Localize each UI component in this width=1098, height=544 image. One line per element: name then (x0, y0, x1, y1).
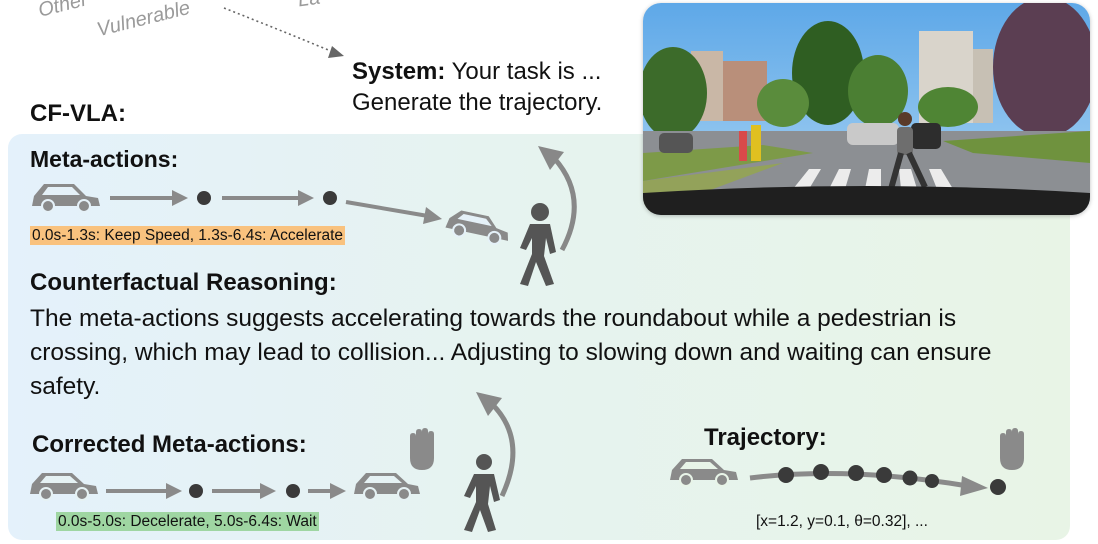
arrow-icon (345, 200, 442, 224)
faded-label-other: Other (35, 0, 90, 22)
trajectory-diagram (670, 459, 1006, 496)
trajectory-heading: Trajectory: (704, 424, 827, 451)
trajectory-points (778, 464, 1006, 495)
arrow-icon (308, 483, 346, 499)
arrow-icon (212, 483, 276, 499)
stop-hand-icon (1000, 428, 1024, 470)
trajectory-caption: [x=1.2, y=0.1, θ=0.32], ... (756, 513, 928, 530)
road-scene-image (643, 3, 1090, 215)
arrow-icon (106, 483, 182, 499)
corrected-diagram (30, 473, 420, 501)
system-prompt: System: Your task is ... Generate the tr… (352, 56, 602, 118)
corrected-caption: 0.0s-5.0s: Decelerate, 5.0s-6.4s: Wait (56, 512, 319, 531)
system-text: Your task is ... (445, 58, 602, 85)
corrected-caption-text: 0.0s-5.0s: Decelerate, 5.0s-6.4s: Wait (56, 512, 319, 531)
arrow-icon (222, 190, 314, 206)
reasoning-text: The meta-actions suggests accelerating t… (30, 305, 992, 400)
waypoint-dot (323, 191, 337, 205)
car-icon (354, 473, 420, 501)
curved-arrow-icon (476, 392, 516, 498)
stop-hand-icon (410, 428, 434, 470)
waypoint-dot (197, 191, 211, 205)
system-label: System: (352, 58, 446, 85)
car-icon (32, 184, 100, 213)
car-tilted-icon (445, 210, 509, 245)
faded-label-vulnerable: Vulnerable (94, 0, 193, 42)
meta-actions-caption-text: 0.0s-1.3s: Keep Speed, 1.3s-6.4s: Accele… (30, 226, 346, 245)
corrected-heading: Corrected Meta-actions: (32, 431, 307, 458)
curved-arrow-icon (538, 146, 577, 252)
car-icon (670, 459, 738, 487)
pedestrian-icon (464, 454, 500, 532)
reasoning-heading: Counterfactual Reasoning: (30, 269, 337, 296)
arrow-icon (110, 190, 188, 206)
dotted-arrow-icon (223, 7, 344, 58)
waypoint-dot (286, 484, 300, 498)
car-icon (30, 473, 98, 501)
page-title: CF-VLA: (30, 100, 126, 127)
waypoint-dot (189, 484, 203, 498)
arrow-icon (960, 476, 988, 496)
meta-actions-caption: 0.0s-1.3s: Keep Speed, 1.3s-6.4s: Accele… (30, 226, 346, 245)
system-line2: Generate the trajectory. (352, 89, 603, 116)
meta-actions-heading: Meta-actions: (30, 146, 179, 172)
meta-actions-diagram (32, 184, 509, 245)
pedestrian-icon (520, 203, 556, 286)
pedestrian-photo (888, 112, 928, 190)
